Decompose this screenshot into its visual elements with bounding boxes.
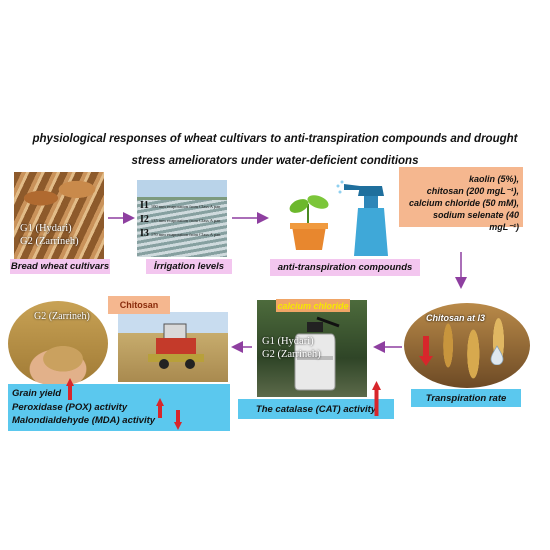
irrigation-level-2: I2 135 mm evaporation from Class A pan bbox=[140, 214, 221, 225]
water-drop-icon bbox=[490, 345, 504, 365]
combine-harvester-photo bbox=[118, 312, 228, 382]
catalase-g2-label: G2 (Zarrineh) bbox=[262, 349, 321, 360]
harvester-icon bbox=[148, 323, 204, 369]
calcium-chloride-label: calcium chloride bbox=[276, 299, 350, 312]
result-pox: Peroxidase (POX) activity bbox=[12, 401, 128, 413]
grain-hands-photo: G2 (Zarrineh) bbox=[8, 301, 108, 386]
wheat-transpiration-photo: Chitosan at I3 bbox=[404, 303, 530, 388]
pressure-sprayer-icon bbox=[294, 316, 340, 391]
up-arrow-grain-yield-icon bbox=[66, 378, 74, 400]
transpiration-label: Transpiration rate bbox=[411, 389, 521, 407]
chitosan-i3-label: Chitosan at I3 bbox=[426, 313, 486, 323]
irrigation-label: İrrigation levels bbox=[146, 259, 232, 274]
chitosan-label: Chitosan bbox=[108, 296, 170, 314]
compounds-label: anti-transpiration compounds bbox=[270, 259, 420, 276]
potted-plant-icon bbox=[289, 195, 329, 250]
catalase-label: The catalase (CAT) activity bbox=[238, 399, 394, 419]
result-mda: Malondialdehyde (MDA) activity bbox=[12, 415, 156, 426]
up-arrow-catalase-icon bbox=[372, 381, 381, 416]
irrigation-field-photo: I1 100 mm evaporation from Class A pan I… bbox=[137, 180, 227, 257]
up-arrow-pox-icon bbox=[156, 398, 164, 418]
sprayer-photo: G1 (Hydari) G2 (Zarrineh) bbox=[257, 300, 367, 397]
yield-results-box: Grain yield Peroxidase (POX) activity Ma… bbox=[8, 384, 230, 431]
catalase-g1-label: G1 (Hydari) bbox=[262, 336, 314, 347]
compound-item: sodium selenate (40 mgL⁻¹) bbox=[432, 210, 519, 232]
down-arrow-mda-icon bbox=[174, 410, 182, 430]
result-grain-yield: Grain yield bbox=[12, 388, 62, 399]
down-arrow-transpiration-icon bbox=[419, 336, 433, 366]
cultivar-g1-label: G1 (Hydari) bbox=[20, 223, 72, 234]
cultivar-g2-label: G2 (Zarrineh) bbox=[20, 236, 79, 247]
spray-bottle-icon bbox=[336, 180, 388, 256]
diagram-title: physiological responses of wheat cultiva… bbox=[32, 133, 518, 167]
bread-photo: G1 (Hydari) G2 (Zarrineh) bbox=[14, 172, 104, 259]
compound-item: kaolin (5%), bbox=[468, 174, 519, 184]
irrigation-level-3: I3 170 mm evaporation from Class A pan bbox=[140, 228, 221, 239]
compounds-list-box: kaolin (5%), chitosan (200 mgL⁻¹), calci… bbox=[399, 167, 523, 232]
cultivars-label: Bread wheat cultivars bbox=[10, 259, 110, 274]
hands-g2-label: G2 (Zarrineh) bbox=[34, 311, 90, 322]
compound-item: chitosan (200 mgL⁻¹), bbox=[426, 186, 519, 196]
irrigation-level-1: I1 100 mm evaporation from Class A pan bbox=[140, 200, 221, 211]
compound-item: calcium chloride (50 mM), bbox=[408, 198, 519, 208]
